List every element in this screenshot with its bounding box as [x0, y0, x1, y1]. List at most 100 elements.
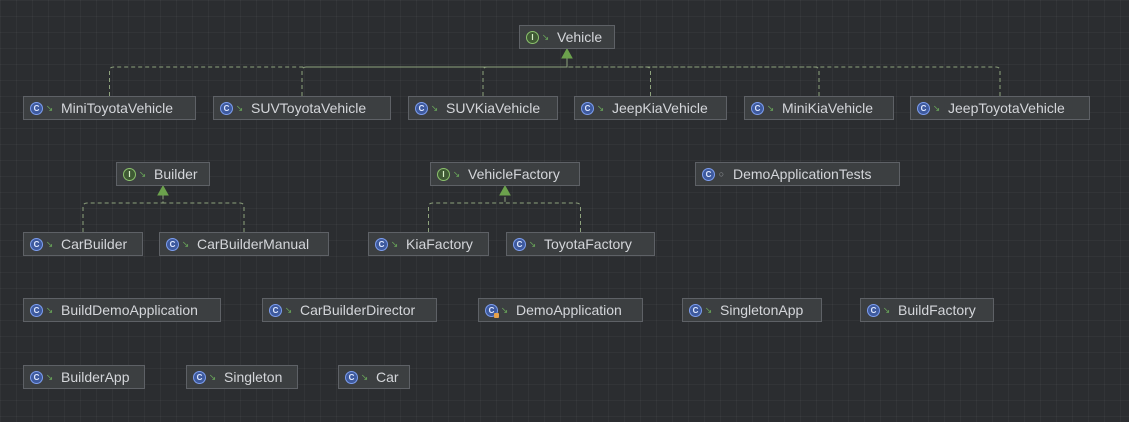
node-builder[interactable]: I↘ Builder: [116, 162, 210, 186]
node-singleton-app[interactable]: C↘ SingletonApp: [682, 298, 822, 322]
node-label: MiniKiaVehicle: [782, 100, 874, 116]
node-singleton[interactable]: C↘ Singleton: [186, 365, 298, 389]
class-icon: C: [30, 101, 43, 115]
interface-icon: I: [526, 30, 539, 44]
node-label: SUVToyotaVehicle: [251, 100, 367, 116]
node-label: MiniToyotaVehicle: [61, 100, 174, 116]
public-visibility-icon: ↘: [452, 168, 461, 179]
node-label: KiaFactory: [406, 236, 473, 252]
node-mini-toyota-vehicle[interactable]: C↘ MiniToyotaVehicle: [23, 96, 196, 120]
relation-implements-toyota-factory: [504, 194, 581, 232]
class-icon: C: [581, 101, 594, 115]
class-icon: C: [415, 101, 428, 115]
node-label: CarBuilder: [61, 236, 128, 252]
node-vehicle[interactable]: I↘ Vehicle: [519, 25, 615, 49]
public-visibility-icon: ↘: [882, 304, 891, 315]
public-visibility-icon: ↘: [704, 304, 713, 315]
class-icon: C: [485, 303, 499, 318]
node-label: JeepToyotaVehicle: [948, 100, 1065, 116]
node-toyota-factory[interactable]: C↘ ToyotaFactory: [506, 232, 655, 256]
node-label: CarBuilderManual: [197, 236, 310, 252]
implements-arrow-head-builder: [157, 184, 169, 196]
node-label: Car: [376, 369, 399, 385]
node-vehicle-factory[interactable]: I↘ VehicleFactory: [430, 162, 580, 186]
node-label: BuilderApp: [61, 369, 130, 385]
class-icon: C: [30, 370, 43, 384]
relation-implements-suv-toyota-vehicle: [301, 57, 568, 96]
relation-implements-jeep-toyota-vehicle: [566, 57, 1001, 96]
relation-implements-car-builder: [82, 194, 164, 232]
node-label: DemoApplication: [516, 302, 622, 318]
public-visibility-icon: ↘: [45, 238, 54, 249]
node-label: Builder: [154, 166, 198, 182]
node-label: Vehicle: [557, 29, 603, 45]
class-icon: C: [166, 237, 179, 251]
class-icon: C: [375, 237, 388, 251]
node-build-demo-application[interactable]: C↘BuildDemoApplication: [23, 298, 221, 322]
node-car[interactable]: C↘ Car: [338, 365, 410, 389]
relation-implements-mini-kia-vehicle: [566, 57, 820, 96]
class-icon: C: [513, 237, 526, 251]
public-visibility-icon: ↘: [45, 371, 54, 382]
node-kia-factory[interactable]: C↘ KiaFactory: [368, 232, 489, 256]
package-visibility-icon: ○: [718, 169, 725, 179]
node-jeep-toyota-vehicle[interactable]: C↘JeepToyotaVehicle: [910, 96, 1090, 120]
node-car-builder-director[interactable]: C↘ CarBuilderDirector: [262, 298, 437, 322]
class-icon: C: [867, 303, 880, 317]
node-mini-kia-vehicle[interactable]: C↘ MiniKiaVehicle: [744, 96, 894, 120]
node-suv-toyota-vehicle[interactable]: C↘ SUVToyotaVehicle: [213, 96, 391, 120]
public-visibility-icon: ↘: [208, 371, 217, 382]
public-visibility-icon: ↘: [45, 102, 54, 113]
public-visibility-icon: ↘: [541, 31, 550, 42]
node-label: SUVKiaVehicle: [446, 100, 541, 116]
interface-icon: I: [123, 167, 136, 181]
class-icon: C: [220, 101, 233, 115]
node-jeep-kia-vehicle[interactable]: C↘ JeepKiaVehicle: [574, 96, 727, 120]
public-visibility-icon: ↘: [138, 168, 147, 179]
node-demo-application-tests[interactable]: C○ DemoApplicationTests: [695, 162, 900, 186]
class-icon: C: [30, 237, 43, 251]
public-visibility-icon: ↘: [430, 102, 439, 113]
node-car-builder-manual[interactable]: C↘ CarBuilderManual: [159, 232, 329, 256]
public-visibility-icon: ↘: [596, 102, 605, 113]
public-visibility-icon: ↘: [390, 238, 399, 249]
class-icon: C: [689, 303, 702, 317]
relation-implements-suv-kia-vehicle: [482, 57, 568, 96]
class-icon: C: [269, 303, 282, 317]
node-suv-kia-vehicle[interactable]: C↘ SUVKiaVehicle: [408, 96, 558, 120]
public-visibility-icon: ↘: [181, 238, 190, 249]
class-icon: C: [193, 370, 206, 384]
node-label: CarBuilderDirector: [300, 302, 416, 318]
public-visibility-icon: ↘: [360, 371, 369, 382]
public-visibility-icon: ↘: [528, 238, 537, 249]
node-demo-application[interactable]: C↘ DemoApplication: [478, 298, 643, 322]
public-visibility-icon: ↘: [235, 102, 244, 113]
node-label: VehicleFactory: [468, 166, 560, 182]
class-icon: C: [917, 101, 930, 115]
class-icon: C: [30, 303, 43, 317]
node-builder-app[interactable]: C↘ BuilderApp: [23, 365, 145, 389]
class-icon: C: [751, 101, 764, 115]
node-label: SingletonApp: [720, 302, 804, 318]
node-label: JeepKiaVehicle: [612, 100, 708, 116]
public-visibility-icon: ↘: [766, 102, 775, 113]
node-label: BuildDemoApplication: [61, 302, 198, 318]
public-visibility-icon: ↘: [500, 304, 509, 315]
public-visibility-icon: ↘: [284, 304, 293, 315]
node-label: DemoApplicationTests: [733, 166, 872, 182]
interface-icon: I: [437, 167, 450, 181]
node-car-builder[interactable]: C↘ CarBuilder: [23, 232, 143, 256]
relation-implements-mini-toyota-vehicle: [109, 57, 568, 96]
class-icon: C: [702, 167, 715, 181]
node-build-factory[interactable]: C↘ BuildFactory: [860, 298, 994, 322]
node-label: Singleton: [224, 369, 283, 385]
node-label: BuildFactory: [898, 302, 976, 318]
node-label: ToyotaFactory: [544, 236, 632, 252]
relation-implements-car-builder-manual: [162, 194, 245, 232]
class-icon: C: [345, 370, 358, 384]
relation-implements-jeep-kia-vehicle: [566, 57, 651, 96]
implements-arrow-head-vehicle-factory: [499, 184, 511, 196]
relation-implements-kia-factory: [428, 194, 506, 232]
